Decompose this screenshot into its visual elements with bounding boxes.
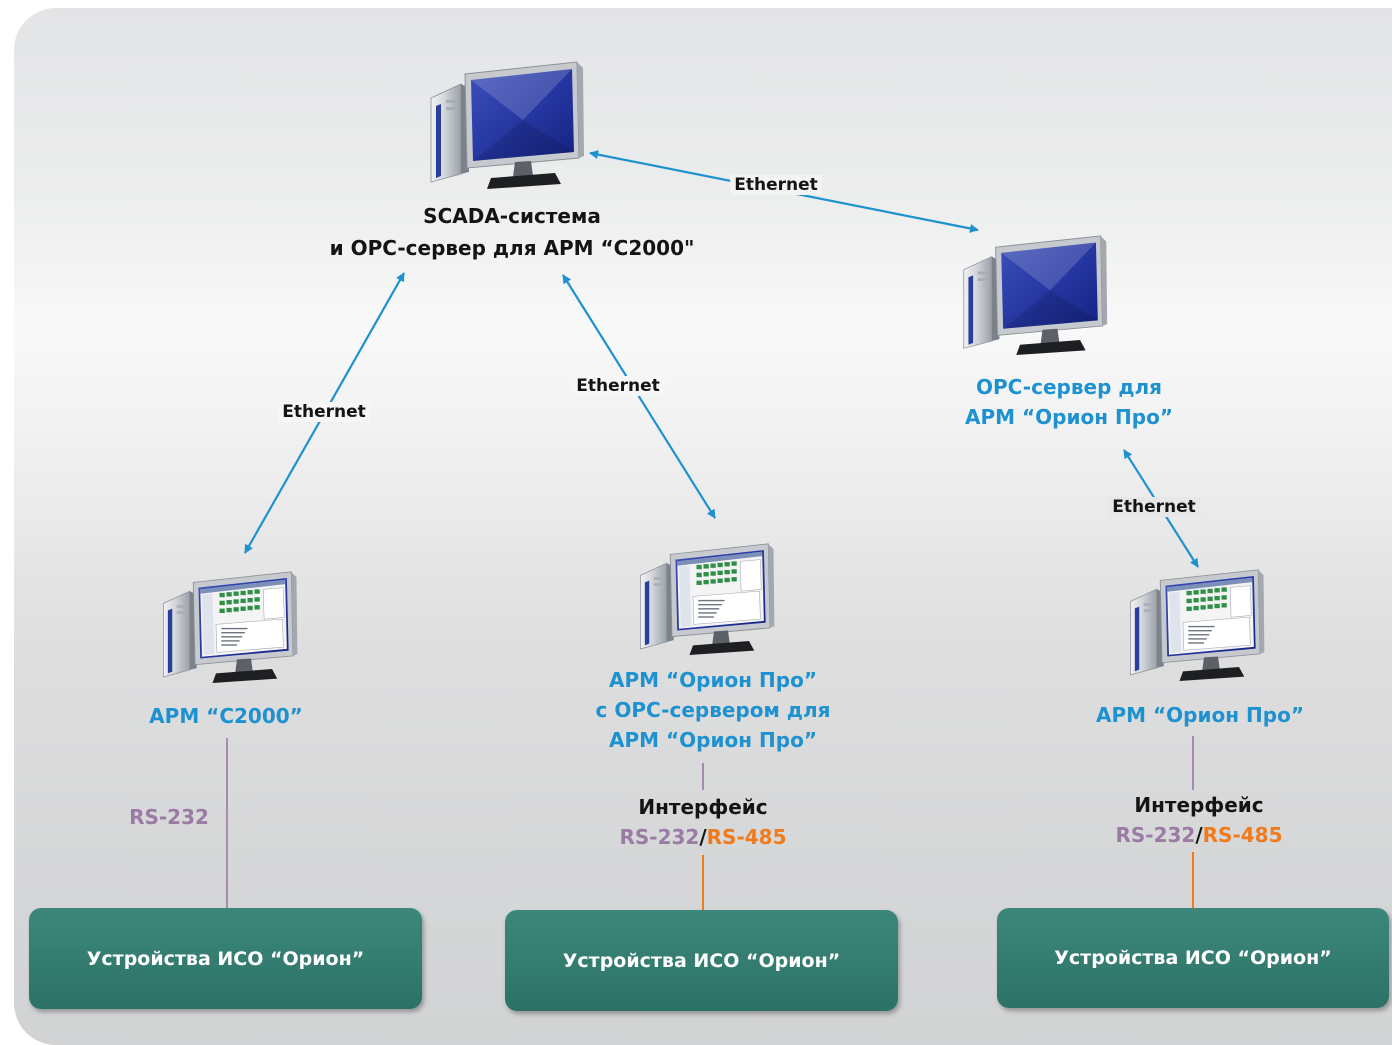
arm-orion-center-title-line3: АРМ “Орион Про”: [609, 728, 817, 752]
interface-separator-right: /: [1195, 823, 1203, 847]
arm-orion-right-computer-icon: [1127, 566, 1267, 684]
interface-values-right: RS-232/RS-485: [1115, 820, 1282, 850]
opc-server-title: OPC-сервер для АРМ “Орион Про”: [965, 372, 1173, 432]
rs232-label-right: RS-232: [1115, 823, 1196, 847]
ethernet-label-scada-orion: Ethernet: [572, 376, 664, 396]
interface-title-right: Интерфейс: [1134, 793, 1264, 817]
interface-label-center: Интерфейс RS-232/RS-485: [619, 792, 786, 852]
arm-c2000-title: АРМ “С2000”: [149, 704, 303, 728]
interface-label-right: Интерфейс RS-232/RS-485: [1115, 790, 1282, 850]
interface-title-center: Интерфейс: [638, 795, 768, 819]
interface-values-center: RS-232/RS-485: [619, 822, 786, 852]
device-box-center-label: Устройства ИСО “Орион”: [562, 949, 841, 972]
rs485-label-center: RS-485: [706, 825, 787, 849]
opc-server-computer-icon: [960, 232, 1110, 358]
device-box-left: Устройства ИСО “Орион”: [29, 908, 422, 1009]
arm-orion-right-title: АРМ “Орион Про”: [1096, 703, 1304, 727]
scada-title-line2: и OPC-сервер для АРМ “С2000": [329, 236, 695, 260]
opc-server-title-line1: OPC-сервер для: [976, 375, 1162, 399]
rs485-label-right: RS-485: [1202, 823, 1283, 847]
rs232-label-center: RS-232: [619, 825, 700, 849]
ethernet-arrow-scada-orion: [562, 274, 716, 519]
device-box-center: Устройства ИСО “Орион”: [505, 910, 898, 1011]
device-box-left-label: Устройства ИСО “Орион”: [86, 947, 365, 970]
device-box-right: Устройства ИСО “Орион”: [997, 908, 1389, 1008]
arm-orion-center-title-line1: АРМ “Орион Про”: [609, 668, 817, 692]
ethernet-label-scada-opc: Ethernet: [730, 175, 822, 195]
scada-computer-icon: [427, 58, 587, 192]
rs232-label-left: RS-232: [129, 805, 209, 829]
scada-title-line1: SCADA-система: [423, 204, 601, 228]
opc-server-title-line2: АРМ “Орион Про”: [965, 405, 1173, 429]
arm-orion-center-computer-icon: [637, 540, 777, 658]
scada-title: SCADA-система и OPC-сервер для АРМ “С200…: [330, 200, 695, 264]
arm-orion-center-title: АРМ “Орион Про” с OPC-сервером для АРМ “…: [596, 665, 831, 755]
device-box-right-label: Устройства ИСО “Орион”: [1054, 947, 1332, 969]
arm-c2000-computer-icon: [160, 568, 300, 686]
arm-orion-center-title-line2: с OPC-сервером для: [595, 698, 831, 722]
ethernet-label-opc-orion: Ethernet: [1108, 497, 1200, 517]
interface-separator-center: /: [699, 825, 707, 849]
ethernet-label-scada-c2000: Ethernet: [278, 402, 370, 422]
